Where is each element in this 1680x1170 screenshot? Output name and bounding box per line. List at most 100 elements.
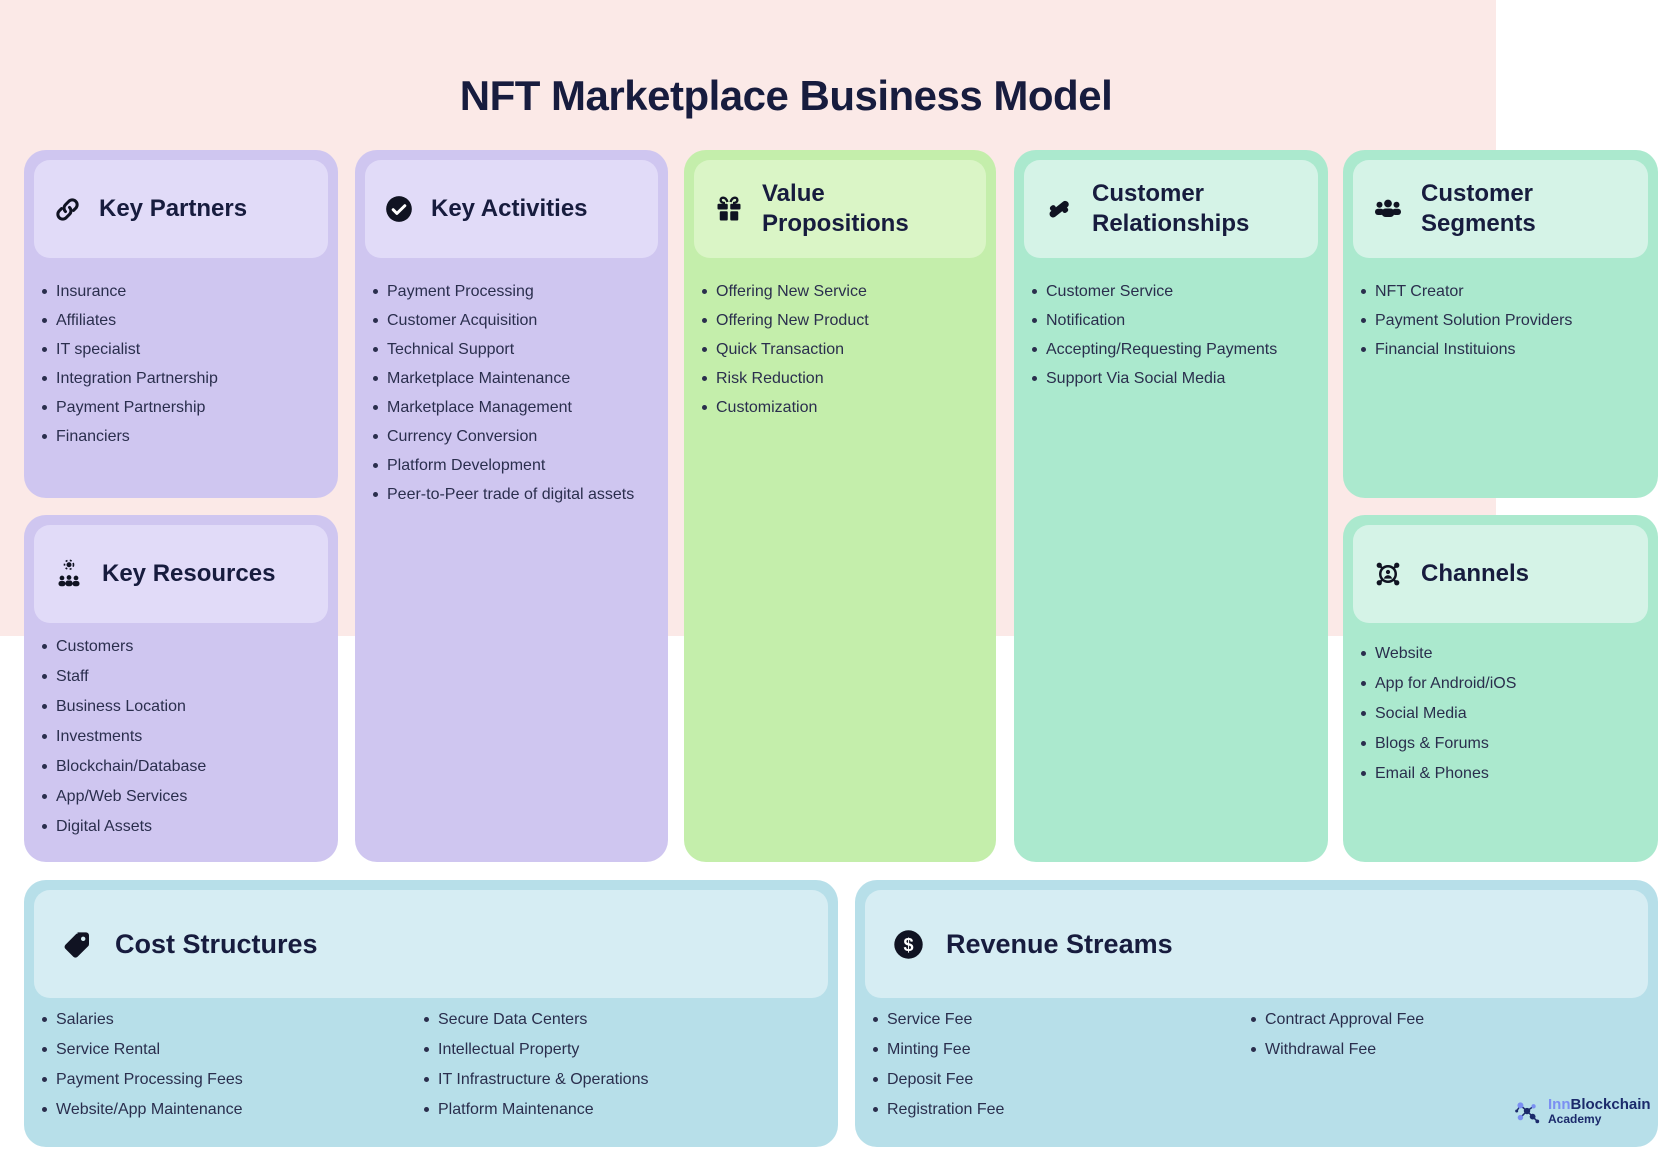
users-group-icon — [1373, 194, 1403, 224]
list-item: Customer Service — [1032, 277, 1316, 306]
list-item: Peer-to-Peer trade of digital assets — [373, 480, 639, 509]
list-item: Customization — [702, 393, 984, 422]
list-item: Digital Assets — [42, 812, 326, 842]
list-item: Payment Partnership — [42, 393, 326, 422]
cost-structures-list-col2: Secure Data Centers Intellectual Propert… — [424, 1005, 804, 1125]
list-item: Social Media — [1361, 699, 1646, 729]
svg-text:$: $ — [903, 934, 913, 954]
card-key-activities: Key Activities Payment Processing Custom… — [355, 150, 668, 862]
list-item: Affiliates — [42, 306, 326, 335]
list-item: Integration Partnership — [42, 364, 326, 393]
card-customer-segments-header: Customer Segments — [1353, 160, 1648, 258]
card-title: Value Propositions — [762, 180, 909, 237]
list-item: Website/App Maintenance — [42, 1095, 402, 1125]
list-item: Withdrawal Fee — [1251, 1035, 1611, 1065]
page-title: NFT Marketplace Business Model — [459, 72, 1113, 120]
card-revenue-streams: $ Revenue Streams Service Fee Minting Fe… — [855, 880, 1658, 1147]
list-item: Platform Development — [373, 451, 656, 480]
list-item: Customer Acquisition — [373, 306, 656, 335]
list-item: Insurance — [42, 277, 326, 306]
list-item: Payment Processing Fees — [42, 1065, 402, 1095]
card-title: Key Partners — [99, 195, 248, 222]
list-item: Technical Support — [373, 335, 656, 364]
list-item: Blockchain/Database — [42, 752, 326, 782]
card-title: Revenue Streams — [946, 929, 1173, 959]
card-channels: Channels Website App for Android/iOS Soc… — [1343, 515, 1658, 862]
card-key-resources: Key Resources Customers Staff Business L… — [24, 515, 338, 862]
card-title: Key Activities — [431, 195, 588, 222]
card-channels-header: Channels — [1353, 525, 1648, 623]
list-item: App/Web Services — [42, 782, 326, 812]
check-circle-icon — [385, 195, 413, 223]
gift-icon — [714, 194, 744, 224]
revenue-streams-list-col2: Contract Approval Fee Withdrawal Fee — [1251, 1005, 1611, 1065]
card-revenue-streams-header: $ Revenue Streams — [865, 890, 1648, 998]
list-item: Offering New Service — [702, 277, 984, 306]
list-item: Salaries — [42, 1005, 402, 1035]
team-gear-icon — [54, 559, 84, 589]
list-item: Marketplace Maintenance — [373, 364, 656, 393]
list-item: Payment Solution Providers — [1361, 306, 1646, 335]
handshake-icon — [1044, 194, 1074, 224]
dollar-circle-icon: $ — [893, 929, 924, 960]
brand-logo: InnBlockchain Academy — [1512, 1096, 1651, 1126]
list-item: Deposit Fee — [873, 1065, 1223, 1095]
card-key-activities-header: Key Activities — [365, 160, 658, 258]
key-partners-list: Insurance Affiliates IT specialist Integ… — [42, 277, 326, 451]
list-item: Financial Instituions — [1361, 335, 1646, 364]
list-item: Quick Transaction — [702, 335, 984, 364]
card-title: Cost Structures — [115, 929, 318, 959]
card-customer-relationships: Customer Relationships Customer Service … — [1014, 150, 1328, 862]
list-item: Accepting/Requesting Payments — [1032, 335, 1316, 364]
list-item: Service Rental — [42, 1035, 402, 1065]
customer-segments-list: NFT Creator Payment Solution Providers F… — [1361, 277, 1646, 364]
brand-subtitle: Academy — [1548, 1111, 1602, 1126]
card-value-propositions: Value Propositions Offering New Service … — [684, 150, 996, 862]
brand-name: InnBlockchain — [1548, 1095, 1651, 1113]
list-item: Website — [1361, 639, 1646, 669]
list-item: NFT Creator — [1361, 277, 1646, 306]
link-icon — [54, 196, 81, 223]
list-item: Support Via Social Media — [1032, 364, 1316, 393]
molecule-network-icon — [1512, 1096, 1542, 1126]
card-title: Customer Relationships — [1092, 180, 1250, 237]
list-item: Blogs & Forums — [1361, 729, 1646, 759]
tag-icon — [62, 929, 93, 960]
customer-relationships-list: Customer Service Notification Accepting/… — [1032, 277, 1316, 393]
list-item: IT specialist — [42, 335, 326, 364]
list-item: Notification — [1032, 306, 1316, 335]
card-title: Key Resources — [102, 560, 276, 587]
revenue-streams-list-col1: Service Fee Minting Fee Deposit Fee Regi… — [873, 1005, 1223, 1125]
card-key-partners-header: Key Partners — [34, 160, 328, 258]
list-item: Business Location — [42, 692, 326, 722]
card-title: Channels — [1421, 560, 1530, 587]
list-item: Platform Maintenance — [424, 1095, 804, 1125]
hub-network-icon — [1373, 559, 1403, 589]
list-item: Financiers — [42, 422, 326, 451]
list-item: Registration Fee — [873, 1095, 1223, 1125]
card-cost-structures: Cost Structures Salaries Service Rental … — [24, 880, 838, 1147]
cost-structures-list-col1: Salaries Service Rental Payment Processi… — [42, 1005, 402, 1125]
channels-list: Website App for Android/iOS Social Media… — [1361, 639, 1646, 789]
key-resources-list: Customers Staff Business Location Invest… — [42, 632, 326, 842]
brand-logo-text: InnBlockchain Academy — [1548, 1095, 1651, 1126]
list-item: Investments — [42, 722, 326, 752]
list-item: Risk Reduction — [702, 364, 984, 393]
list-item: Contract Approval Fee — [1251, 1005, 1611, 1035]
list-item: Staff — [42, 662, 326, 692]
list-item: Payment Processing — [373, 277, 656, 306]
card-key-partners: Key Partners Insurance Affiliates IT spe… — [24, 150, 338, 498]
list-item: App for Android/iOS — [1361, 669, 1646, 699]
card-customer-segments: Customer Segments NFT Creator Payment So… — [1343, 150, 1658, 498]
value-propositions-list: Offering New Service Offering New Produc… — [702, 277, 984, 422]
list-item: Service Fee — [873, 1005, 1223, 1035]
list-item: Currency Conversion — [373, 422, 656, 451]
card-customer-relationships-header: Customer Relationships — [1024, 160, 1318, 258]
card-title: Customer Segments — [1421, 180, 1536, 237]
list-item: Intellectual Property — [424, 1035, 804, 1065]
list-item: Customers — [42, 632, 326, 662]
card-value-propositions-header: Value Propositions — [694, 160, 986, 258]
list-item: Minting Fee — [873, 1035, 1223, 1065]
list-item: Offering New Product — [702, 306, 984, 335]
